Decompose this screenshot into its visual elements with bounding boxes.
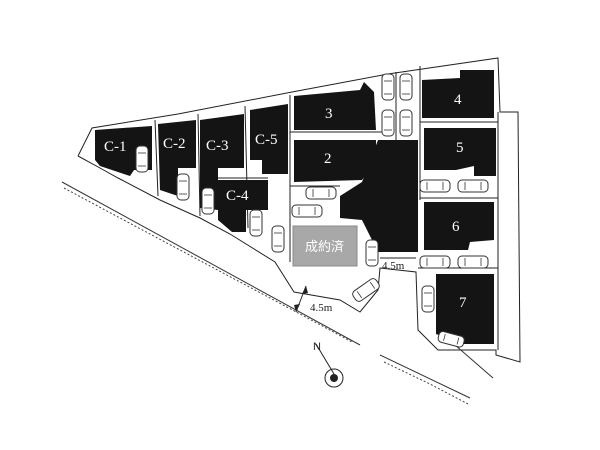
lot-sold[interactable]: 成約済 [292, 225, 358, 267]
private-road-width-dimension: 4.5m [380, 257, 416, 272]
lot-5[interactable]: 5 [424, 128, 496, 176]
car-icon [399, 73, 413, 101]
dimension-label: 4.5m [382, 260, 405, 272]
lot-C-3[interactable]: C-3 [200, 114, 244, 210]
car-icon [399, 109, 413, 137]
car-icon [291, 204, 323, 218]
dimension-label: 4.5m [310, 302, 333, 314]
car-icon [421, 285, 435, 313]
car-icon [135, 145, 149, 173]
lot-2[interactable]: 2 [294, 140, 376, 182]
lot-label: C-2 [163, 136, 186, 152]
road-dash-line-2 [383, 361, 469, 405]
lot-label: 7 [459, 295, 467, 311]
road-width-dimension: 4.5m [294, 285, 333, 314]
lot-3[interactable]: 3 [294, 82, 376, 130]
lot-label: C-1 [104, 139, 127, 155]
lot-4[interactable]: 4 [422, 70, 494, 118]
lot-C-5[interactable]: C-5 [250, 104, 288, 174]
road-edge-line-3 [454, 344, 494, 379]
car-icon [457, 179, 489, 193]
car-icon [419, 255, 451, 269]
sold-label: 成約済 [305, 239, 344, 255]
lot-label: 3 [325, 106, 333, 122]
private-road [340, 140, 418, 252]
lot-C-4[interactable]: C-4 [218, 180, 268, 232]
lot-label: C-4 [226, 188, 249, 204]
car-icon [457, 255, 489, 269]
lot-7[interactable]: 7 [436, 274, 494, 344]
car-icon [437, 330, 465, 348]
north-compass: N [313, 341, 344, 388]
lot-label: 6 [452, 219, 460, 235]
lot-label: C-3 [206, 138, 229, 154]
car-icon [365, 239, 379, 267]
car-icon [201, 187, 215, 215]
site-boundary [77, 57, 521, 363]
lot-label: 2 [324, 151, 332, 167]
lot-label: 5 [456, 140, 464, 156]
road-edge-line [61, 181, 361, 346]
compass-label: N [313, 341, 321, 353]
road-dash-line [63, 187, 353, 343]
car-icon [249, 209, 263, 237]
car-icon [381, 73, 395, 101]
car-icon [381, 109, 395, 137]
car-icon [352, 278, 380, 302]
car-icon [271, 225, 285, 253]
car-icon [305, 186, 337, 200]
lot-label: 4 [454, 92, 462, 108]
road-edge-line-2 [379, 354, 471, 399]
car-icon [176, 173, 190, 201]
car-icon [419, 179, 451, 193]
lot-C-2[interactable]: C-2 [158, 120, 196, 196]
lot-6[interactable]: 6 [424, 202, 494, 250]
parked-cars [135, 73, 489, 348]
lot-label: C-5 [255, 132, 278, 148]
